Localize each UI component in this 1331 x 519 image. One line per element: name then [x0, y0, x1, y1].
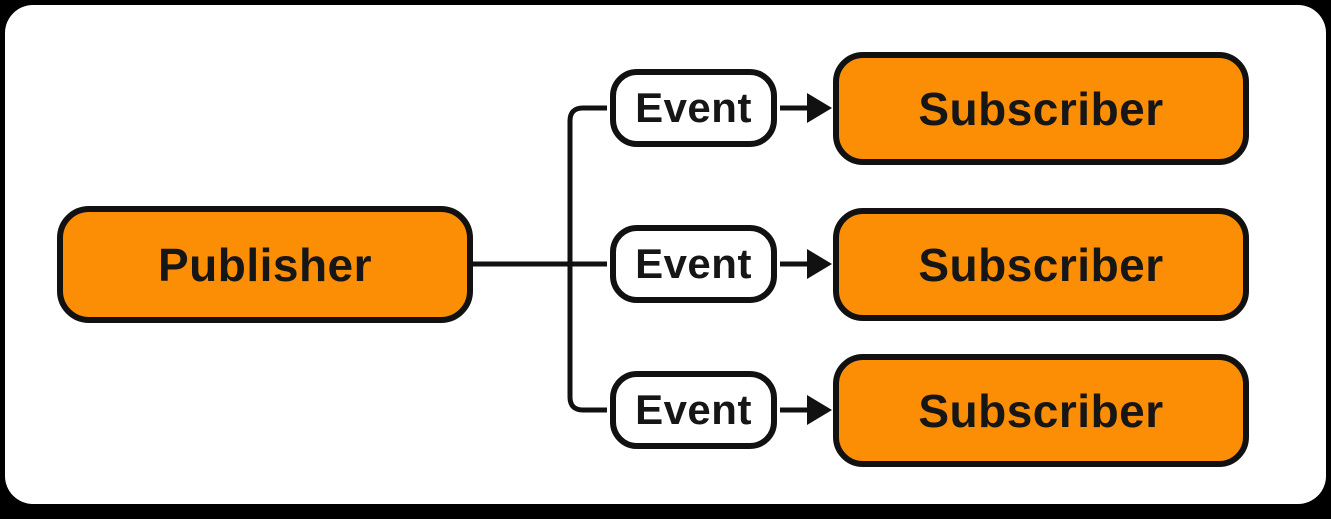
subscriber-node-3: Subscriber [833, 354, 1249, 467]
event-label: Event [635, 240, 752, 287]
subscriber-node-1: Subscriber [833, 52, 1249, 165]
subscriber-label: Subscriber [918, 238, 1164, 291]
event-node-3: Event [610, 371, 777, 449]
subscriber-label: Subscriber [918, 384, 1164, 437]
event-node-2: Event [610, 225, 777, 303]
publisher-node: Publisher [57, 206, 473, 323]
event-label: Event [635, 386, 752, 433]
subscriber-label: Subscriber [918, 82, 1164, 135]
event-node-1: Event [610, 69, 777, 147]
subscriber-node-2: Subscriber [833, 208, 1249, 321]
publisher-label: Publisher [157, 238, 373, 291]
event-label: Event [635, 84, 752, 131]
